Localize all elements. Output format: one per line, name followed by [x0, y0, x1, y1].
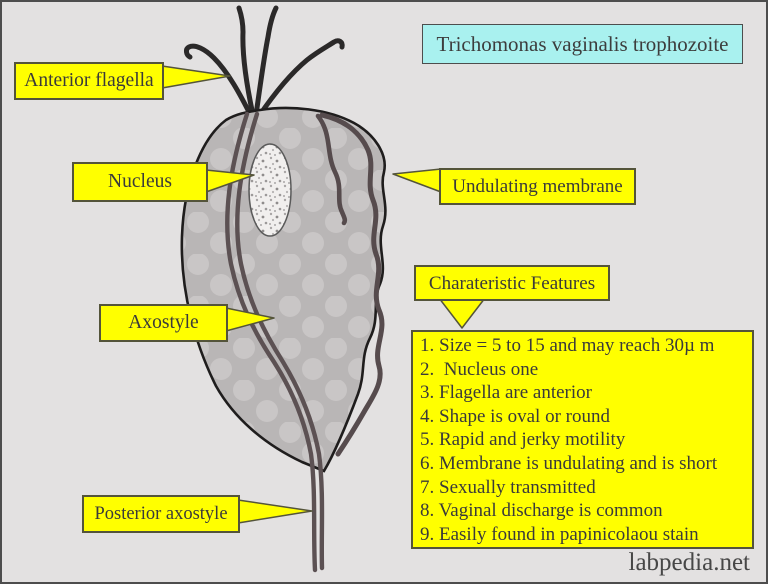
- feature-item: 4. Shape is oval or round: [420, 405, 610, 427]
- diagram-title: Trichomonas vaginalis trophozoite: [422, 24, 743, 64]
- nucleus-shape: [248, 143, 292, 237]
- undulating-membrane-line: [319, 112, 385, 457]
- feature-item: 1. Size = 5 to 15 and may reach 30µ m: [420, 335, 715, 356]
- callout-anterior-flagella: Anterior flagella: [14, 62, 164, 100]
- diagram-title-text: Trichomonas vaginalis trophozoite: [436, 31, 729, 56]
- feature-item: 3. Flagella are anterior: [420, 382, 592, 404]
- site-watermark: labpedia.net: [628, 549, 750, 576]
- recurrent-flagellum-line: [315, 113, 348, 226]
- feature-item: 5. Rapid and jerky motility: [420, 429, 626, 451]
- feature-item: 9. Easily found in papinicolaou stain: [420, 523, 699, 545]
- nucleus-label: Nucleus: [108, 171, 172, 193]
- feature-item: 6. Membrane is undulating and is short: [420, 452, 718, 474]
- callout-axostyle: Axostyle: [99, 304, 228, 342]
- callout-characteristic-features: Charateristic Features: [414, 265, 610, 301]
- feature-item: 2. Nucleus one: [420, 358, 539, 380]
- anterior-flagella-label: Anterior flagella: [24, 70, 154, 92]
- feature-item: 7. Sexually transmitted: [420, 476, 596, 498]
- anterior-flagella-pointer: [161, 65, 231, 89]
- cell-body: [180, 106, 387, 473]
- posterior-axostyle-pointer: [237, 499, 313, 524]
- characteristic-features-label: Charateristic Features: [428, 272, 596, 294]
- anterior-flagella-lines: [184, 5, 345, 119]
- callout-nucleus: Nucleus: [72, 162, 208, 202]
- undulating-membrane-label: Undulating membrane: [452, 176, 623, 197]
- posterior-axostyle-label: Posterior axostyle: [94, 503, 228, 524]
- feature-item: 8. Vaginal discharge is common: [420, 500, 663, 522]
- callout-posterior-axostyle: Posterior axostyle: [82, 495, 240, 533]
- axostyle-label: Axostyle: [128, 312, 199, 334]
- axostyle-lines: [225, 111, 325, 573]
- callout-undulating-membrane: Undulating membrane: [439, 168, 636, 205]
- characteristic-features-list: 1. Size = 5 to 15 and may reach 30µ m 2.…: [411, 330, 754, 549]
- callout-pointers: [161, 65, 486, 524]
- features-pointer: [438, 297, 486, 329]
- undulating-membrane-pointer: [392, 168, 442, 193]
